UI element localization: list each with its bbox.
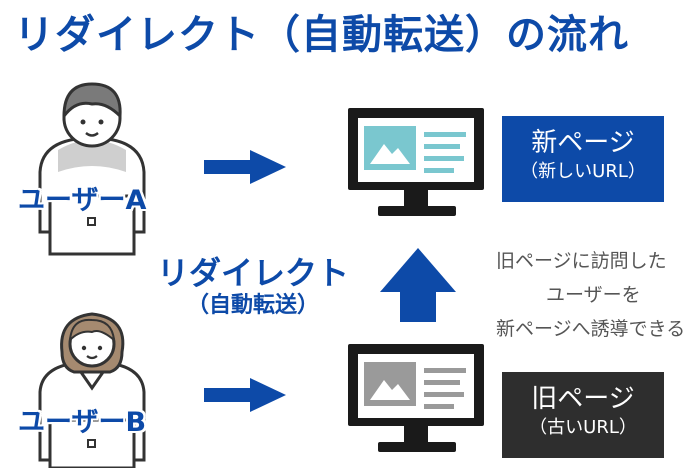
new-page-box: 新ページ （新しいURL） (502, 116, 664, 202)
redirect-note: 旧ページに訪問した ユーザーを 新ページへ誘導できる (496, 244, 684, 346)
old-page-monitor (348, 344, 484, 452)
arrow-up-icon (380, 248, 456, 322)
old-page-url-text: （古いURL） (529, 417, 637, 438)
arrow-right-icon (204, 378, 286, 412)
note-line: ユーザーを (546, 284, 641, 306)
new-page-monitor (348, 108, 484, 216)
note-line: 新ページへ誘導できる (496, 318, 684, 340)
user-b-label: ユーザーB (18, 407, 147, 438)
user-b-illustration (38, 312, 146, 468)
redirect-sub-text: （自動転送） (186, 293, 319, 318)
user-a-illustration (38, 82, 146, 256)
old-page-box: 旧ページ （古いURL） (502, 372, 664, 458)
old-page-title: 旧ページ (531, 384, 635, 414)
arrow-right-icon (204, 150, 286, 184)
new-page-title: 新ページ (531, 128, 635, 158)
redirect-main-text: リダイレクト (156, 254, 349, 292)
redirect-label: リダイレクト （自動転送） (148, 254, 358, 320)
diagram-title: リダイレクト（自動転送）の流れ (14, 12, 629, 58)
user-a-label: ユーザーA (18, 185, 147, 216)
new-page-url-text: （新しいURL） (520, 161, 646, 182)
note-line: 旧ページに訪問した (496, 250, 667, 272)
